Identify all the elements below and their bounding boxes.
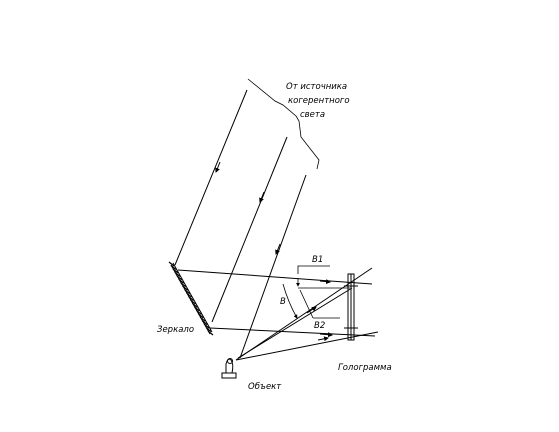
hologram-plate xyxy=(344,273,358,341)
reference-beam-lower xyxy=(209,327,376,337)
label-object: Объект xyxy=(248,382,282,392)
angle-b2-marker xyxy=(299,289,340,319)
label-b: B xyxy=(280,297,286,307)
mirror xyxy=(168,261,214,336)
object-beam-upper xyxy=(235,267,373,361)
angle-b-arc xyxy=(282,283,298,319)
object-arrow-upper xyxy=(306,306,317,314)
object-arrow-lower xyxy=(317,336,329,342)
object-figure xyxy=(221,358,237,379)
label-source-line-2: когерентного xyxy=(288,96,350,106)
label-source-line-1: От источника xyxy=(286,82,347,92)
beam-arrow-1 xyxy=(215,161,221,173)
incoming-beam-1 xyxy=(174,89,248,266)
reference-arrow-lower xyxy=(319,332,333,338)
label-b2: B2 xyxy=(314,321,325,331)
angle-b1-marker xyxy=(296,265,350,289)
label-source-line-3: света xyxy=(300,110,325,120)
incoming-beam-3 xyxy=(239,174,307,359)
label-mirror: Зеркало xyxy=(157,325,194,335)
label-b1: B1 xyxy=(312,255,323,265)
reference-beam-upper xyxy=(177,269,373,285)
source-brace xyxy=(247,78,320,170)
beam-arrow-2 xyxy=(259,191,265,203)
beam-arrow-3 xyxy=(275,243,281,255)
incoming-beam-2 xyxy=(211,136,288,323)
object-beam-mid xyxy=(237,287,353,359)
reference-arrow-upper xyxy=(319,279,331,285)
label-hologram: Голограмма xyxy=(338,363,392,373)
